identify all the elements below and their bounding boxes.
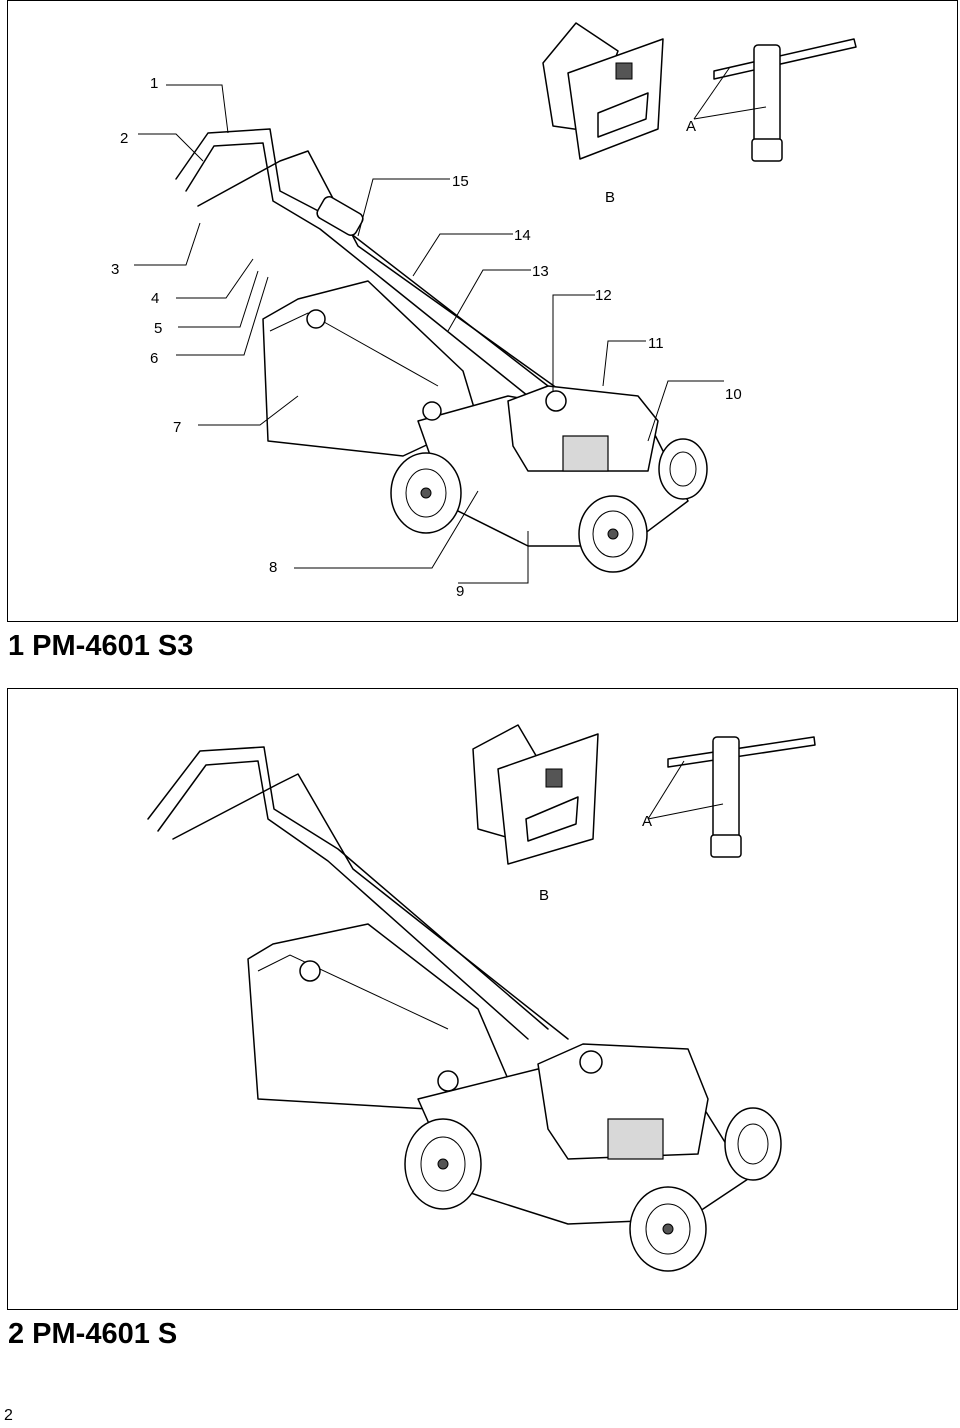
label-a: A: [686, 118, 697, 135]
figure-2-drawing: [147, 724, 816, 1272]
callout-11: 11: [648, 335, 664, 352]
figure-1-drawing: [134, 22, 857, 584]
callout-leaders: [134, 66, 767, 584]
figure-2-caption: 2 PM-4601 S: [8, 1318, 178, 1350]
callout-7: 7: [173, 419, 182, 436]
page-number: 2: [4, 1407, 13, 1424]
wheel: [658, 438, 708, 500]
mulching-insert-illustration: [472, 724, 599, 865]
wheel: [390, 452, 462, 534]
callout-6: 6: [150, 350, 159, 367]
label-b: B: [605, 189, 616, 206]
callout-1: 1: [150, 75, 159, 92]
wheel: [404, 1118, 482, 1210]
figure-1-caption: 1 PM-4601 S3: [8, 630, 194, 662]
callout-3: 3: [111, 261, 120, 278]
lawn-mower-illustration: [147, 746, 782, 1272]
callout-2: 2: [120, 130, 129, 147]
lawn-mower-illustration: [175, 128, 708, 573]
callout-9: 9: [456, 583, 465, 600]
figure-2-panel: B A: [7, 688, 958, 1310]
callout-4: 4: [151, 290, 160, 307]
callout-leaders: [647, 760, 724, 820]
callout-12: 12: [595, 287, 612, 304]
callout-8: 8: [269, 559, 278, 576]
callout-14: 14: [514, 227, 531, 244]
callout-15: 15: [452, 173, 469, 190]
wheel: [629, 1186, 707, 1272]
spark-plug-wrench-illustration: [667, 736, 816, 858]
figure-1-panel: 1 2 3 4 5 6 7 8 9 10 11 12 13 14 15 B A: [7, 0, 958, 622]
label-a: A: [642, 813, 653, 830]
spark-plug-wrench-illustration: [713, 38, 857, 162]
callout-13: 13: [532, 263, 549, 280]
callout-10: 10: [725, 386, 742, 403]
mulching-insert-illustration: [542, 22, 664, 160]
label-b: B: [539, 887, 550, 904]
wheel: [578, 495, 648, 573]
callout-5: 5: [154, 320, 163, 337]
wheel: [724, 1107, 782, 1181]
